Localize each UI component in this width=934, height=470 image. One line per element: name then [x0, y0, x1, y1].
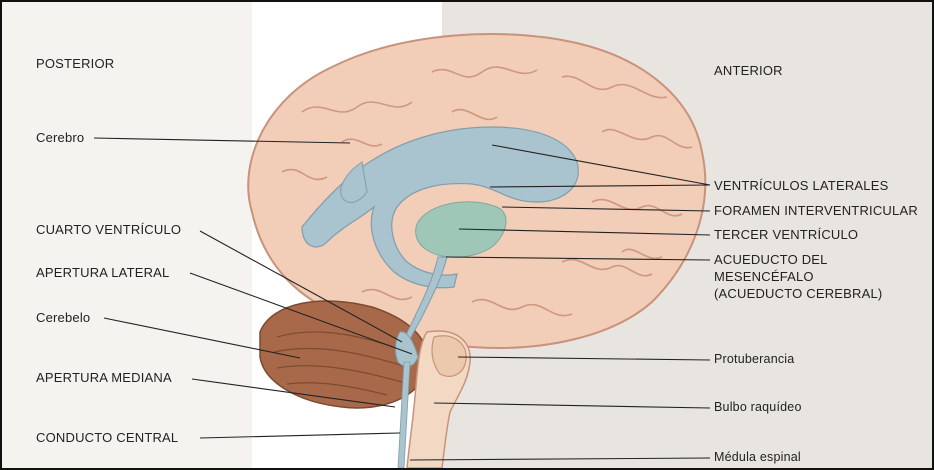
label-conducto-central: CONDUCTO CENTRAL	[36, 430, 178, 445]
label-apertura-mediana: APERTURA MEDIANA	[36, 370, 172, 385]
label-cerebelo: Cerebelo	[36, 310, 90, 325]
label-acueducto-line2: MESENCÉFALO	[714, 269, 814, 284]
label-protuberancia: Protuberancia	[714, 352, 794, 367]
anterior-label: ANTERIOR	[714, 63, 783, 78]
label-foramen-interventricular: FORAMEN INTERVENTRICULAR	[714, 203, 918, 218]
posterior-label: POSTERIOR	[36, 56, 114, 71]
label-acueducto-line3: (ACUEDUCTO CEREBRAL)	[714, 286, 882, 301]
label-ventriculos-laterales: VENTRÍCULOS LATERALES	[714, 178, 888, 193]
label-apertura-lateral: APERTURA LATERAL	[36, 265, 170, 280]
label-medula-espinal: Médula espinal	[714, 450, 801, 465]
label-cerebro: Cerebro	[36, 130, 84, 145]
label-acueducto-line1: ACUEDUCTO DEL	[714, 252, 828, 267]
label-tercer-ventriculo: TERCER VENTRÍCULO	[714, 227, 858, 242]
label-bulbo-raquideo: Bulbo raquídeo	[714, 400, 802, 415]
label-cuarto-ventriculo: CUARTO VENTRÍCULO	[36, 222, 181, 237]
